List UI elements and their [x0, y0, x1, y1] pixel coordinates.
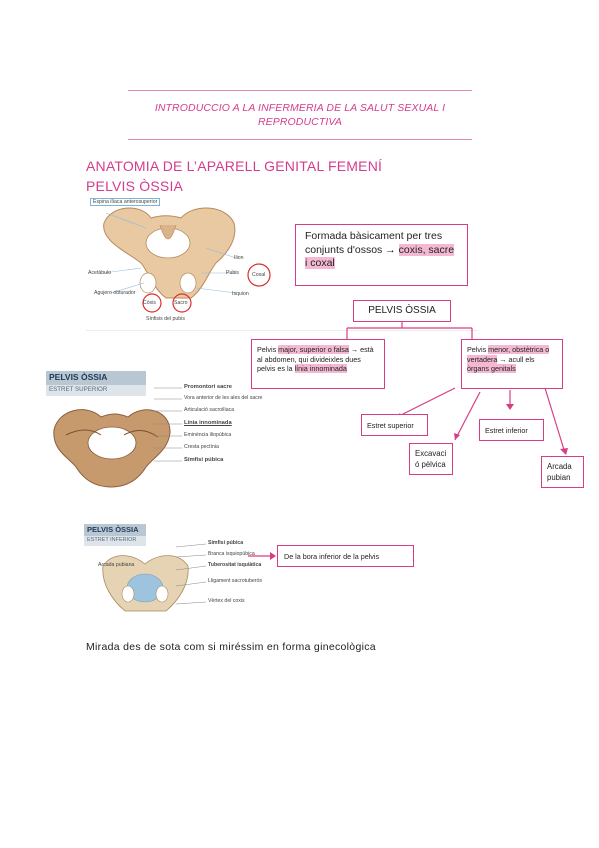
fig2-label-linia: Línia innominada: [184, 420, 232, 426]
arcada-box: Arcada pubian: [541, 456, 584, 488]
label-sacro: Sacro: [174, 300, 188, 306]
pelvis-inferior-illustration: [102, 555, 189, 612]
label-espina: Espina ilíaca anterosuperior: [90, 198, 161, 206]
concept-connectors: [346, 322, 568, 455]
pelvis-superior-illustration: [53, 409, 171, 488]
bora-arrow: [248, 552, 276, 560]
pelvis-menor-prefix: Pelvis: [467, 345, 489, 354]
fig2-label-vora: Vora anterior de les ales del sacre: [184, 395, 263, 401]
pelvis-major-middle: → està al abdomen, qui divideixles dues …: [257, 345, 374, 373]
header-line2: REPRODUCTIVA: [257, 116, 343, 128]
fig2-label-promontori: Promontori sacre: [184, 384, 232, 390]
pelvis-major-highlight2: línia innominada: [294, 364, 347, 373]
estret-inferior-box: Estret inferior: [479, 419, 544, 441]
excavacio-box: Excavaci ó pèlvica: [409, 443, 453, 475]
pelvis-menor-middle: → acull els: [497, 354, 535, 364]
bora-box: De la bora inferior de la pelvis: [277, 545, 414, 567]
label-sinfisis: Sínfisis del pubis: [146, 316, 185, 322]
estret-superior-box: Estret superior: [361, 414, 428, 436]
header-rule-bottom: [128, 139, 472, 140]
section-subtitle: PELVIS ÒSSIA: [86, 178, 184, 194]
header-rule-top: [128, 90, 472, 91]
pelvis-figure-3: PELVIS ÒSSIA ESTRET INFERIOR Arcada pubi…: [84, 524, 264, 619]
fig3-subbanner: ESTRET INFERIOR: [84, 536, 146, 546]
fig3-label-simfisi: Símfisi púbica: [208, 540, 244, 546]
fig2-label-articulacio: Articulació sacroilíaca: [184, 407, 235, 413]
pelvis-major-box: Pelvis major, superior o falsa → està al…: [251, 339, 385, 389]
label-coxis: Cóxis: [143, 300, 156, 306]
fig2-label-cresta: Cresta pectínia: [184, 444, 219, 450]
fig2-label-simfisi: Símfisi púbica: [184, 457, 224, 463]
section-title: ANATOMIA DE L’APARELL GENITAL FEMENÍ: [86, 158, 383, 174]
pelvis-anatomy-illustration: [103, 207, 271, 313]
fig2-subbanner: ESTRET SUPERIOR: [46, 385, 146, 396]
formada-box: Formada bàsicament per tres conjunts d'o…: [295, 224, 468, 286]
fig3-label-branca: Branca isquiopúbica: [208, 551, 255, 557]
fig2-leader-lines: [154, 387, 182, 462]
fig3-label-tuberositat: Tuberositat isquiàtica: [208, 562, 262, 568]
header-title: INTRODUCCIO A LA INFERMERIA DE LA SALUT …: [128, 101, 472, 129]
pelvis-ossia-box: PELVIS ÒSSIA: [353, 300, 451, 322]
fig3-label-arcada: Arcada pubiana: [98, 562, 135, 568]
pelvis-major-prefix: Pelvis: [257, 345, 279, 354]
label-agujero: Agujero obturador: [94, 290, 136, 296]
label-acetabulo: Acetàbulo: [88, 270, 112, 276]
pelvis-menor-highlight2: òrgans genitals: [467, 364, 516, 373]
fig2-label-eminencia: Eminència iliopúbica: [184, 432, 232, 438]
fig3-banner: PELVIS ÒSSIA: [84, 524, 146, 536]
pelvis-major-highlight: major, superior o falsa: [278, 345, 349, 354]
label-ilion: Ilion: [234, 255, 244, 261]
label-pubis: Pubis: [226, 270, 239, 276]
fig3-leader-lines: [176, 543, 207, 605]
caption: Mirada des de sota com si miréssim en fo…: [86, 641, 376, 653]
label-isquion: Isquion: [232, 291, 249, 297]
fig3-label-lligament: Lligament sacrotuberós: [208, 578, 262, 584]
label-coxal: Coxal: [252, 272, 266, 278]
divider: [86, 330, 478, 331]
fig2-banner: PELVIS ÒSSIA: [46, 371, 146, 385]
pelvis-figure-1: Espina ilíaca anterosuperior Acetàbulo A…: [86, 193, 271, 328]
pelvis-menor-box: Pelvis menor, obstètrica o vertadera → a…: [461, 339, 563, 389]
formada-text: Formada bàsicament per tres conjunts d'o…: [305, 230, 443, 256]
pelvis-figure-2: PELVIS ÒSSIA ESTRET SUPERIOR Promontori …: [46, 371, 262, 491]
fig3-label-vertex: Vèrtex del coxis: [208, 598, 245, 604]
header-line1: INTRODUCCIO A LA INFERMERIA DE LA SALUT …: [154, 102, 446, 114]
